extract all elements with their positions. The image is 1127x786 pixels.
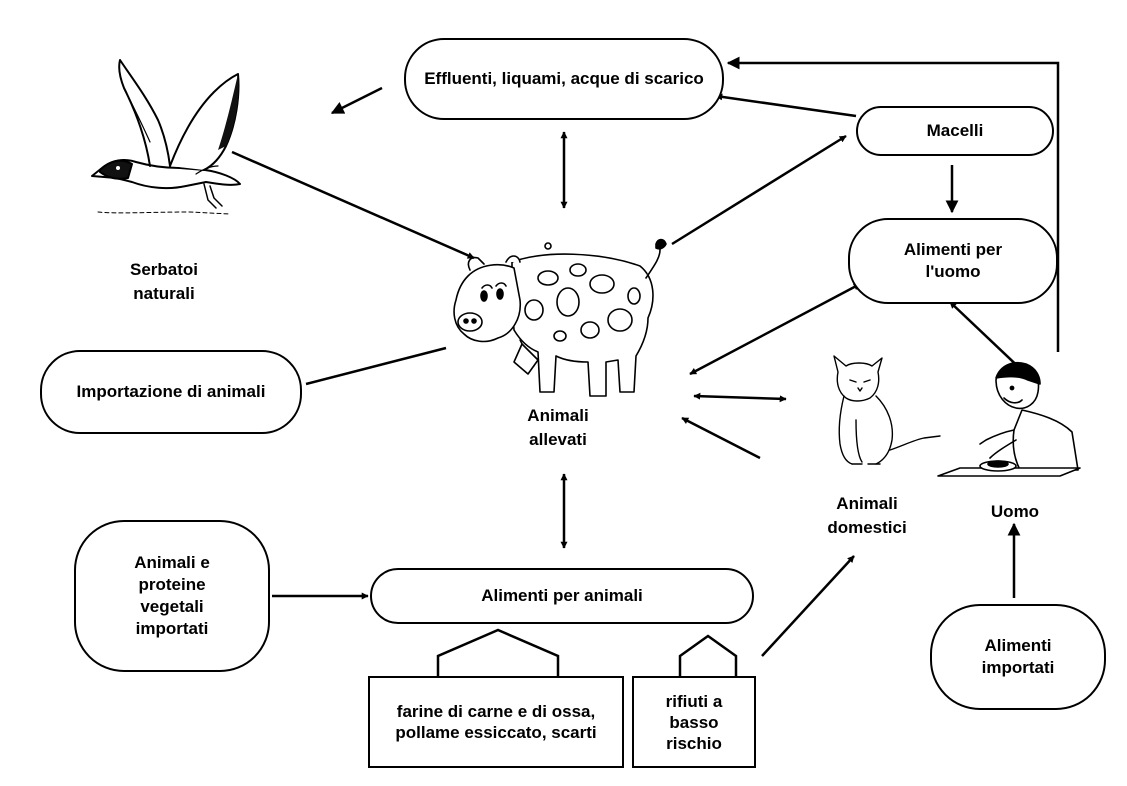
seagull-illustration	[91, 59, 241, 215]
slaughterhouses-node: Macelli	[856, 106, 1054, 156]
low-risk-waste-box: rifiuti a basso rischio	[632, 676, 756, 768]
cow-illustration	[453, 238, 667, 397]
connectors	[231, 56, 1060, 657]
feed-source-arrows	[436, 628, 738, 676]
human-label: Uomo	[990, 502, 1040, 521]
cat-illustration	[833, 355, 941, 465]
meat-bone-meal-box: farine di carne e di ossa, pollame essic…	[368, 676, 624, 768]
natural-reservoirs-label: Serbatoi naturali	[129, 260, 199, 303]
imported-proteins-node: Animali e proteine vegetali importati	[74, 520, 270, 672]
human-food-node: Alimenti per l'uomo	[848, 218, 1058, 304]
farmed-animals-label: Animali allevati	[527, 406, 589, 449]
effluents-node: Effluenti, liquami, acque di scarico	[404, 38, 724, 120]
pets-label: Animali domestici	[827, 494, 907, 537]
animal-feed-node: Alimenti per animali	[370, 568, 754, 624]
animal-imports-node: Importazione di animali	[40, 350, 302, 434]
imported-food-node: Alimenti importati	[930, 604, 1106, 710]
boy-eating-illustration	[937, 362, 1081, 477]
